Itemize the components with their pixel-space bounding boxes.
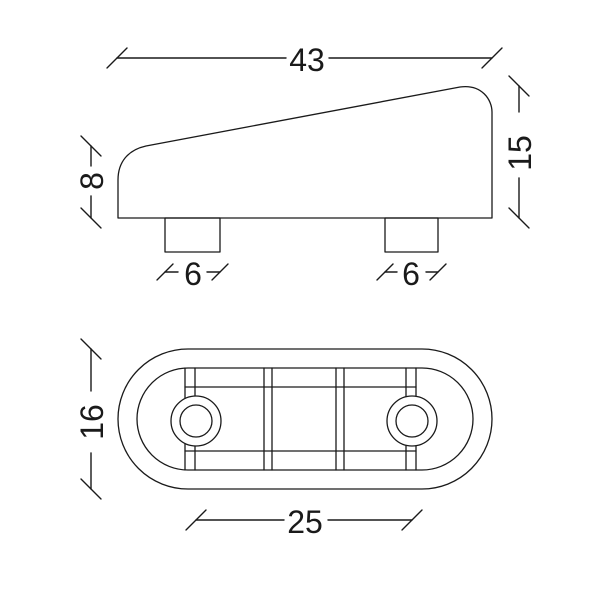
top-view bbox=[117, 348, 493, 490]
dimension-left-peg-width-label: 6 bbox=[184, 256, 202, 292]
dimension-right-peg-width: 6 bbox=[376, 256, 447, 292]
dimension-base-width-label: 16 bbox=[74, 404, 110, 440]
dimension-hole-spacing-label: 25 bbox=[287, 504, 323, 540]
top-view-left-boss bbox=[170, 395, 222, 447]
dimension-front-height-label: 8 bbox=[74, 172, 110, 190]
dimension-hole-spacing: 25 bbox=[185, 504, 423, 540]
top-view-right-hole bbox=[395, 404, 429, 438]
top-view-outer-outline bbox=[117, 348, 493, 490]
dimension-overall-height: 15 bbox=[502, 75, 538, 229]
dimension-overall-length: 43 bbox=[106, 42, 503, 78]
dimension-overall-length-label: 43 bbox=[289, 42, 325, 78]
dimension-base-width: 16 bbox=[74, 338, 110, 500]
dimension-overall-height-label: 15 bbox=[502, 135, 538, 171]
top-view-inner-outline bbox=[136, 367, 474, 471]
side-view-right-peg bbox=[384, 217, 439, 253]
side-view bbox=[117, 86, 493, 253]
dimension-front-height: 8 bbox=[74, 135, 110, 229]
top-view-right-boss bbox=[386, 395, 438, 447]
side-view-left-peg bbox=[164, 217, 221, 253]
side-view-body-outline bbox=[117, 86, 493, 219]
dimension-left-peg-width: 6 bbox=[156, 256, 229, 292]
dimension-right-peg-width-label: 6 bbox=[402, 256, 420, 292]
top-view-left-hole bbox=[179, 404, 213, 438]
